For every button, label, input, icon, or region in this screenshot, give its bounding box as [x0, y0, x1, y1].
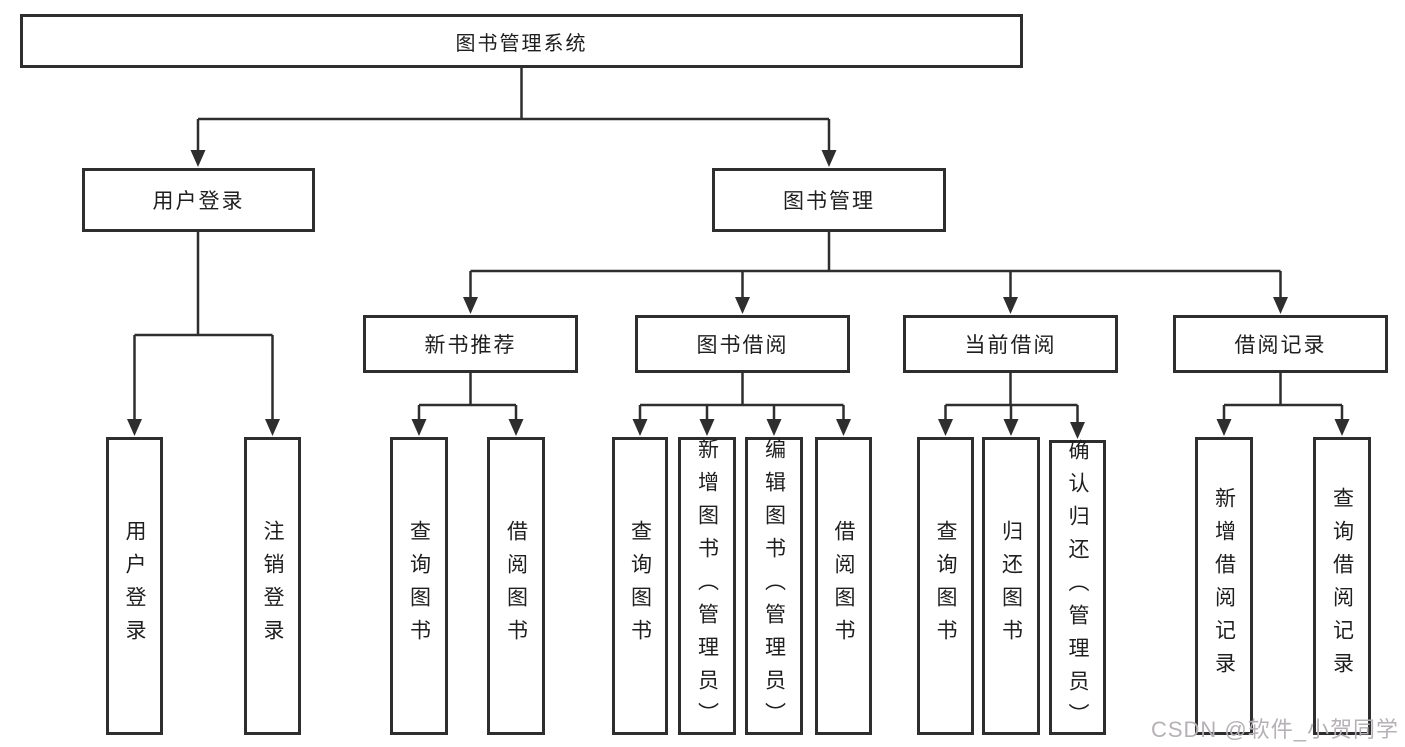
- node-current-borrowing: 当前借阅: [903, 315, 1118, 373]
- leaf-query-books-borrow: 查询图书: [612, 437, 668, 735]
- node-label: 借阅记录: [1234, 334, 1327, 357]
- csdn-watermark: CSDN @软件_小贺同学: [1150, 717, 1399, 742]
- node-book-management: 图书管理: [712, 168, 946, 232]
- node-label: 图书管理: [783, 190, 875, 213]
- node-label: 查询图书: [934, 520, 957, 652]
- node-label: 借阅图书: [832, 520, 855, 652]
- leaf-return-books: 归还图书: [982, 437, 1040, 735]
- node-label: 用户登录: [123, 520, 146, 652]
- node-label: 图书借阅: [696, 334, 789, 357]
- node-library-management-system: 图书管理系统: [20, 14, 1023, 68]
- node-user-login: 用户登录: [82, 168, 315, 232]
- leaf-borrow-books-recommend: 借阅图书: [487, 437, 545, 735]
- node-label: 用户登录: [152, 190, 245, 213]
- node-label: 编辑图书（管理员）: [762, 437, 786, 735]
- leaf-edit-books-admin: 编辑图书（管理员）: [745, 437, 803, 735]
- node-label: 归还图书: [999, 520, 1023, 652]
- node-label: 确认归还（管理员）: [1066, 439, 1089, 736]
- node-label: 新增借阅记录: [1212, 487, 1236, 685]
- node-label: 查询图书: [628, 520, 652, 652]
- leaf-query-borrow-record: 查询借阅记录: [1313, 437, 1371, 735]
- node-label: 注销登录: [261, 520, 284, 652]
- node-label: 新书推荐: [424, 334, 517, 357]
- node-borrowing-records: 借阅记录: [1173, 315, 1388, 373]
- leaf-query-books-current: 查询图书: [917, 437, 974, 735]
- leaf-query-books-recommend: 查询图书: [390, 437, 448, 735]
- leaf-confirm-return-admin: 确认归还（管理员）: [1049, 439, 1106, 736]
- node-label: 新增图书（管理员）: [695, 437, 719, 735]
- node-book-borrowing: 图书借阅: [635, 315, 850, 373]
- node-label: 当前借阅: [964, 334, 1057, 357]
- leaf-add-books-admin: 新增图书（管理员）: [678, 437, 736, 735]
- leaf-add-borrow-record: 新增借阅记录: [1195, 437, 1253, 735]
- node-label: 图书管理系统: [455, 32, 588, 55]
- leaf-borrow-books: 借阅图书: [815, 437, 872, 735]
- leaf-user-login: 用户登录: [106, 437, 163, 735]
- node-new-book-recommendation: 新书推荐: [363, 315, 578, 373]
- node-label: 查询借阅记录: [1330, 487, 1354, 685]
- node-label: 借阅图书: [504, 520, 528, 652]
- node-label: 查询图书: [407, 520, 431, 652]
- leaf-logout: 注销登录: [244, 437, 301, 735]
